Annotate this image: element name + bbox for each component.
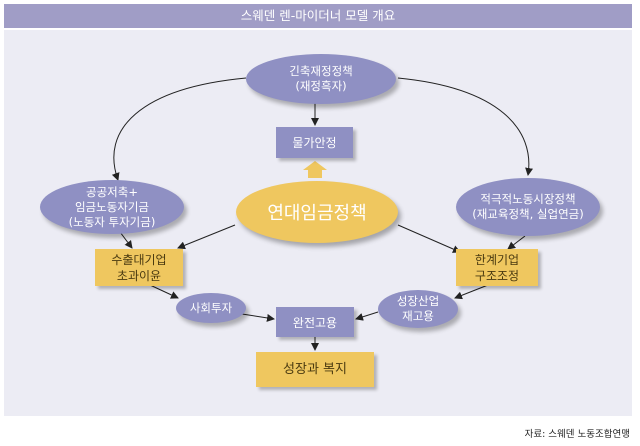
node-solidarity-wage-policy: 연대임금정책 [236,181,398,243]
node-export-firms: 수출대기업 초과이윤 [95,249,183,286]
node-social-investment: 사회투자 [176,293,246,323]
arrow-active-labor-to-marginal [507,235,526,250]
arrow-social-investment-to-full-employment [241,313,275,322]
node-price-stability: 물가안정 [276,127,353,158]
node-growth-industry: 성장산업 재고용 [378,290,458,328]
arrow-export-to-social-investment [149,284,179,299]
node-marginal-firms: 한계기업 구조조정 [456,249,538,286]
source-note: 자료: 스웨덴 노동조합연맹 [524,429,630,440]
arrow-austerity-to-active-labor [397,77,534,176]
node-full-employment: 완전고용 [276,307,354,337]
node-active-labor-policy: 적극적노동시장정책 (재교육정책, 실업연금) [456,178,600,236]
node-public-savings: 공공저축+ 임금노동자기금 (노동자 투자기금) [40,180,184,234]
arrow-marginal-to-growth-industry [454,284,489,300]
arrow-wage-to-public-savings [177,224,236,250]
node-growth-and-welfare: 성장과 복지 [256,352,374,387]
arrow-growth-industry-to-full-employment [355,311,379,321]
arrow-public-savings-to-export [119,231,133,249]
diagram-title: 스웨덴 렌-마이더너 모델 개요 [4,4,632,28]
arrow-wage-to-price-stability [303,161,327,178]
arrow-wage-to-marginal-firms [397,224,461,253]
arrow-austerity-to-public-savings [111,77,247,181]
node-austerity-policy: 긴축재정정책 (재정흑자) [246,54,396,104]
